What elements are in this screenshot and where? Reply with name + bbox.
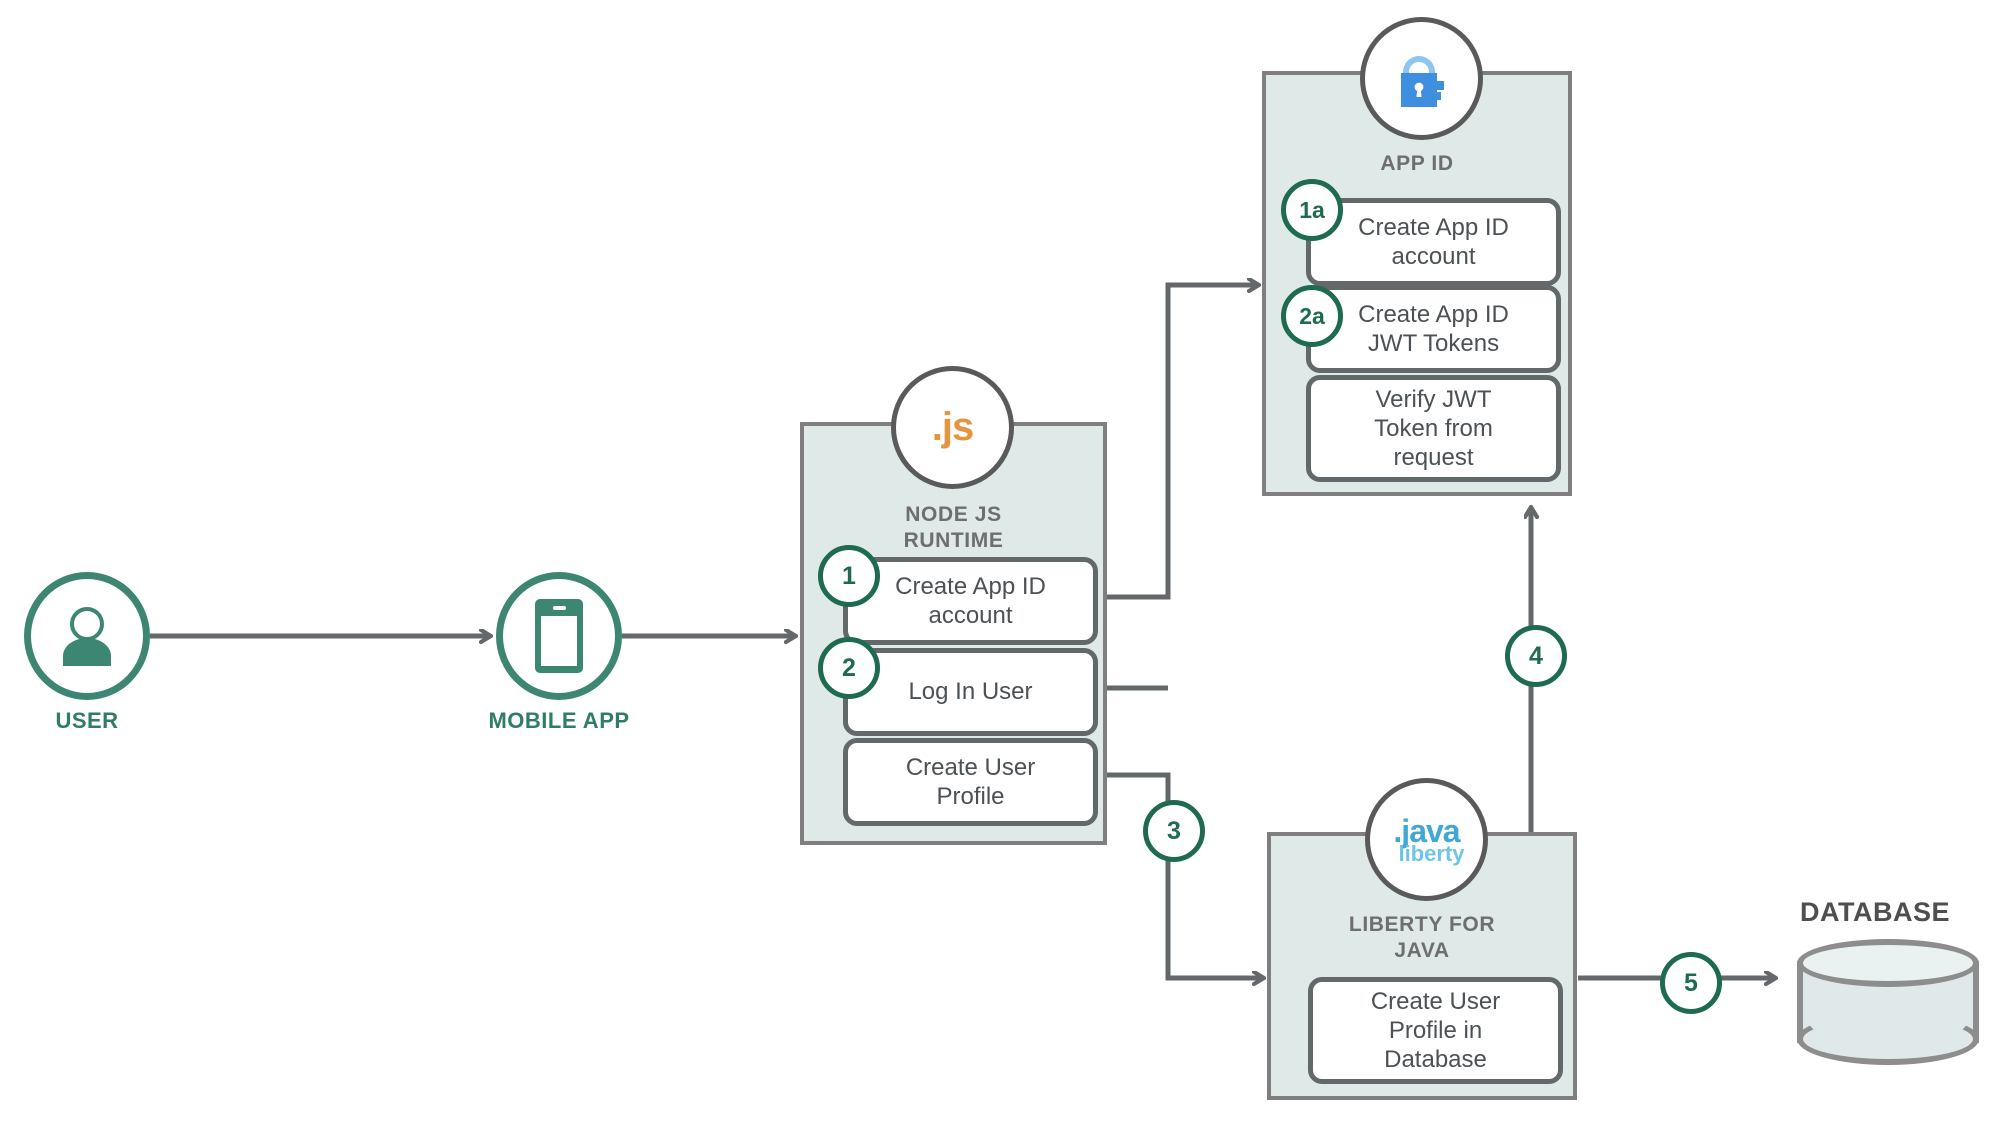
action-appid-verify-jwt[interactable]: Verify JWT Token from request [1306, 375, 1561, 482]
action-appid-create-account[interactable]: Create App ID account [1306, 198, 1561, 286]
action-appid-1-text: Create App ID account [1358, 213, 1509, 272]
action-appid-2-line1: Create App ID [1358, 300, 1509, 328]
action-nodejs-create-user-profile[interactable]: Create User Profile [843, 738, 1098, 826]
action-liberty-1-line2: Profile in [1388, 1016, 1483, 1044]
action-appid-3-line2: Token from [1374, 414, 1493, 442]
panel-liberty-title-line1: LIBERTY FOR [1348, 913, 1496, 936]
database-top-ellipse [1797, 939, 1979, 987]
panel-liberty-title: LIBERTY FOR JAVA [1271, 912, 1573, 965]
step-badge-1-label: 1 [842, 561, 856, 590]
panel-liberty-title-line2: JAVA [1394, 939, 1450, 963]
node-mobile-app-label: MOBILE APP [488, 708, 630, 733]
action-appid-3-line1: Verify JWT [1375, 385, 1492, 413]
action-nodejs-1-line1: Create App ID [895, 572, 1046, 600]
action-appid-create-jwt-tokens[interactable]: Create App ID JWT Tokens [1306, 285, 1561, 373]
action-nodejs-1-text: Create App ID account [895, 572, 1046, 631]
step-badge-5: 5 [1660, 952, 1722, 1014]
panel-appid-title-line1: APP ID [1380, 152, 1454, 175]
java-liberty-logo-top: .java [1393, 812, 1460, 849]
java-liberty-logo-bottom: liberty [1398, 840, 1465, 866]
step-badge-3-label: 3 [1167, 816, 1181, 845]
database-cylinder-icon[interactable] [1797, 939, 1979, 1069]
node-user-label: USER [55, 708, 119, 733]
step-badge-1a-label: 1a [1299, 196, 1325, 223]
action-nodejs-1-line2: account [928, 602, 1013, 629]
step-badge-2: 2 [818, 637, 880, 699]
appid-logo-badge [1360, 17, 1483, 140]
nodejs-logo-badge: .js [891, 366, 1014, 489]
action-appid-2-text: Create App ID JWT Tokens [1358, 300, 1509, 359]
database-bottom-ellipse [1797, 1013, 1979, 1065]
action-liberty-1-text: Create User Profile in Database [1371, 987, 1500, 1075]
action-nodejs-3-line2: Profile [936, 783, 1005, 810]
liberty-logo-badge: .java liberty [1365, 778, 1488, 901]
action-appid-2-line2: JWT Tokens [1367, 330, 1500, 357]
action-nodejs-2-line1: Log In User [908, 678, 1033, 706]
panel-nodejs-title: NODE JS RUNTIME [804, 502, 1103, 555]
step-badge-4: 4 [1505, 625, 1567, 687]
node-user[interactable] [24, 572, 150, 700]
action-liberty-1-line1: Create User [1370, 987, 1501, 1015]
panel-nodejs-title-line1: NODE JS [905, 503, 1002, 526]
step-badge-4-label: 4 [1529, 641, 1543, 670]
step-badge-2a-label: 2a [1299, 302, 1325, 329]
action-nodejs-log-in-user[interactable]: Log In User [843, 648, 1098, 736]
action-liberty-create-user-profile-db[interactable]: Create User Profile in Database [1308, 977, 1563, 1084]
panel-nodejs-title-line2: RUNTIME [903, 529, 1004, 553]
panel-appid-title: APP ID [1266, 151, 1568, 177]
step-badge-2-label: 2 [842, 653, 856, 682]
step-badge-1: 1 [818, 545, 880, 607]
step-badge-3: 3 [1143, 800, 1205, 862]
action-appid-3-text: Verify JWT Token from request [1374, 385, 1493, 473]
appid-lock-face-icon [1400, 55, 1444, 107]
node-mobile-app[interactable] [496, 572, 622, 700]
action-appid-1-line2: account [1391, 243, 1476, 270]
action-liberty-1-line3: Database [1384, 1046, 1487, 1074]
step-badge-2a: 2a [1281, 285, 1343, 347]
action-appid-3-line3: request [1393, 444, 1474, 472]
action-nodejs-3-line1: Create User [905, 753, 1036, 781]
step-badge-1a: 1a [1281, 179, 1343, 241]
node-database-label: DATABASE [1800, 897, 1950, 927]
action-nodejs-create-appid-account[interactable]: Create App ID account [843, 557, 1098, 645]
action-nodejs-3-text: Create User Profile [906, 753, 1035, 812]
nodejs-dotjs-logo: .js [931, 405, 974, 449]
step-badge-5-label: 5 [1684, 968, 1698, 997]
mobile-phone-icon [535, 599, 583, 673]
user-avatar-icon [63, 607, 111, 666]
action-appid-1-line1: Create App ID [1358, 213, 1509, 241]
